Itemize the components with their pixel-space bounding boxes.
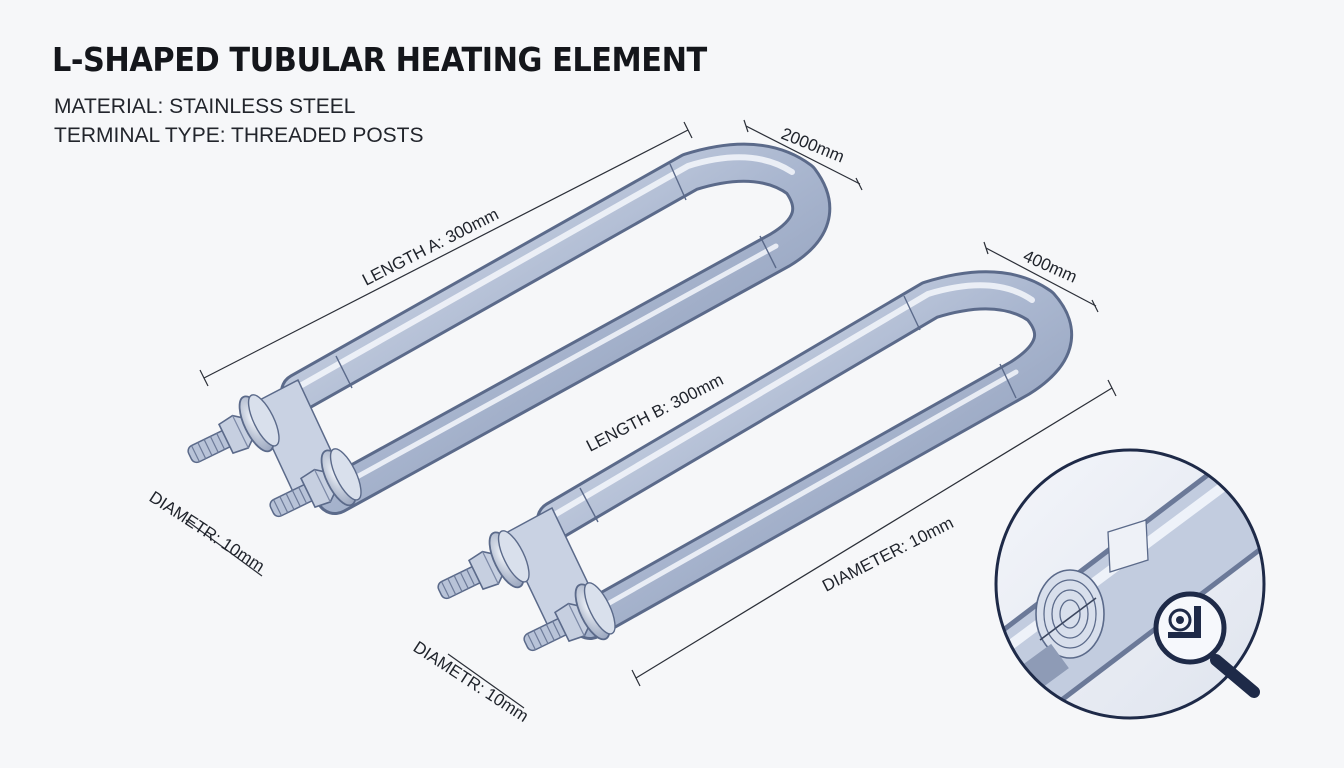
page-title: L-SHAPED TUBULAR HEATING ELEMENT <box>52 40 707 79</box>
terminal-spec: TERMINAL TYPE: THREADED POSTS <box>54 124 424 147</box>
heating-element-a <box>176 142 832 539</box>
label-diameter-left: DIAMETR: 10mm <box>146 487 268 575</box>
dimension-diameter-left: DIAMETR: 10mm <box>146 487 268 577</box>
magnifier-icon <box>1153 591 1260 698</box>
material-spec: MATERIAL: STAINLESS STEEL <box>54 95 356 118</box>
detail-inset <box>994 448 1266 720</box>
dimension-diameter-bottom: DIAMETR: 10mm <box>410 637 532 725</box>
heating-element-b <box>426 270 1074 673</box>
label-diameter-bottom: DIAMETR: 10mm <box>410 637 532 725</box>
